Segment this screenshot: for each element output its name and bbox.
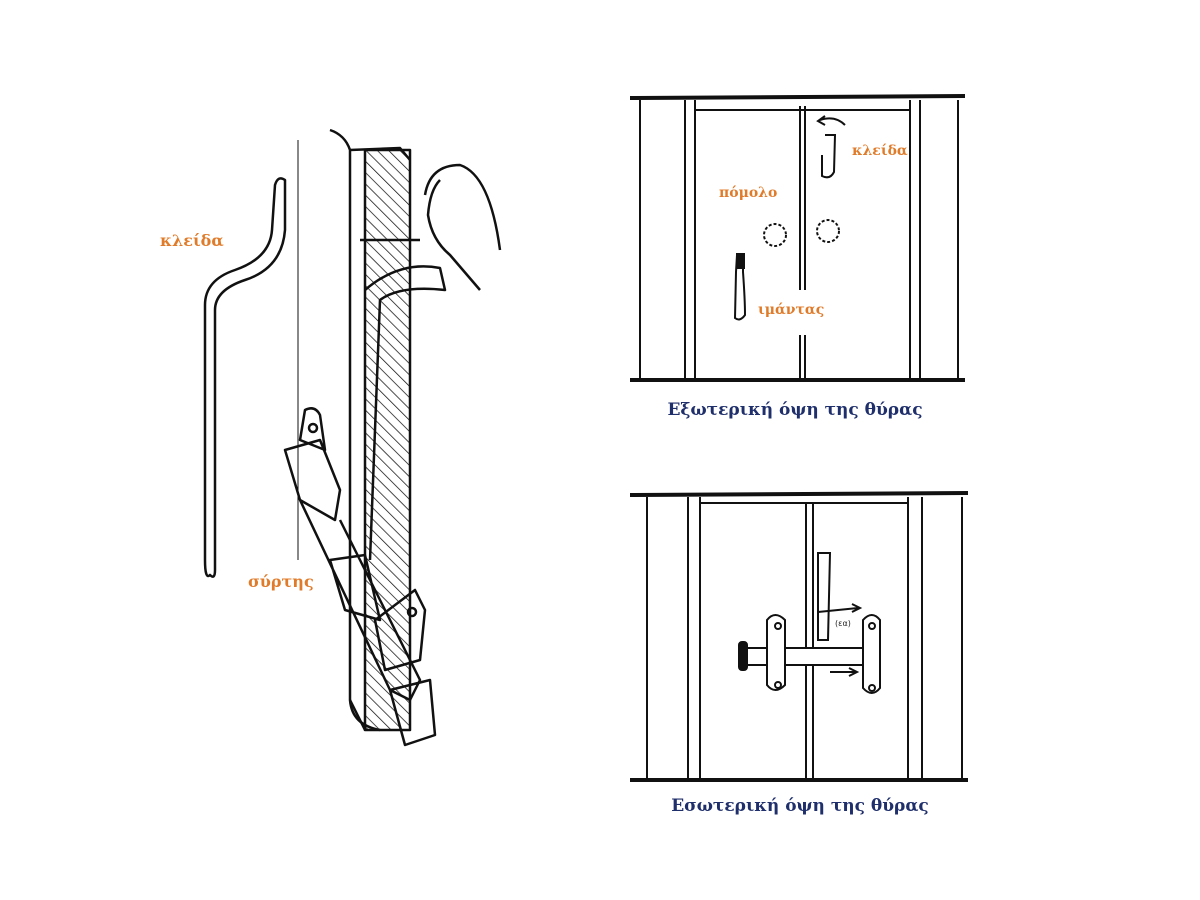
exterior-door-illustration [629,94,966,382]
key-icon [821,134,837,179]
label-knob: πόμολο [719,185,778,201]
rotate-arrow-icon [816,115,846,126]
door-edge-illustration [203,128,502,747]
knob-icon [763,223,787,247]
interior-mark: (εα) [835,619,851,628]
label-strap: ιμάντας [758,302,825,318]
interior-door-illustration [629,491,969,782]
bolt-icon [283,407,437,747]
label-bolt: σύρτης [248,572,314,591]
hand-icon [423,163,502,291]
caption-interior: Εσωτερική όψη της θύρας [671,796,929,816]
knob-icon [816,219,840,243]
latch-bar-icon [817,552,832,641]
label-key-exterior: κλείδα [852,143,908,159]
sliding-bolt-icon [744,647,881,666]
label-key-left: κλείδα [160,231,224,250]
caption-exterior: Εξωτερική όψη της θύρας [667,400,923,420]
strap-icon [733,254,747,321]
key-icon [203,177,287,578]
